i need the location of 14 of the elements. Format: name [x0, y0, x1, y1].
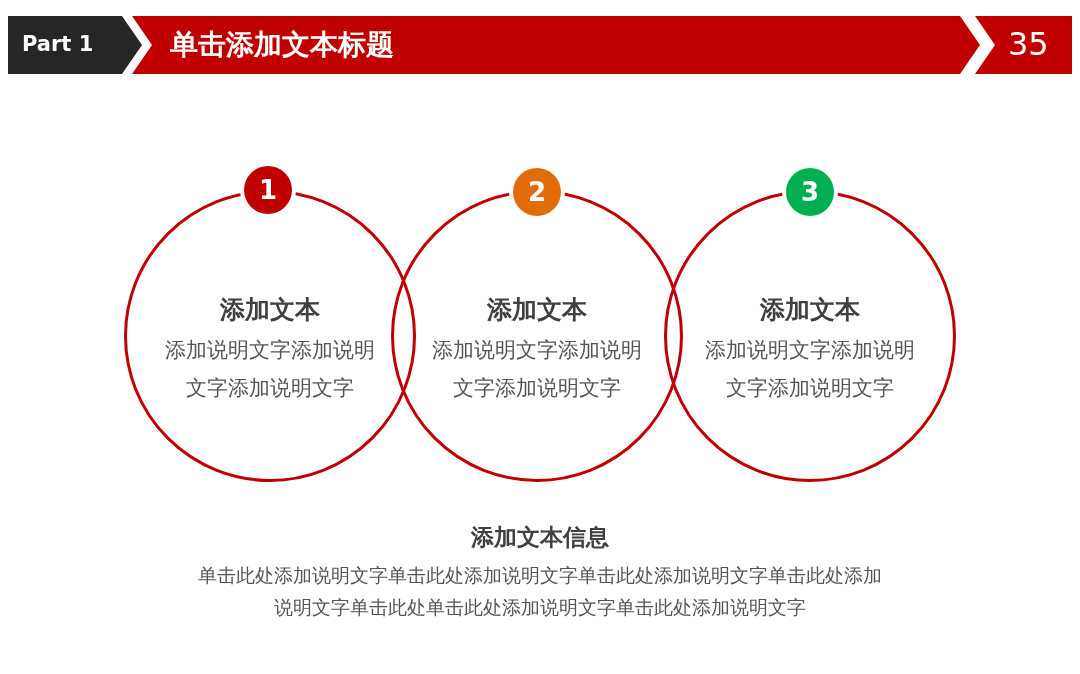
step-number: 1: [244, 166, 292, 214]
page-number: 35: [1008, 24, 1049, 64]
circle-heading: 添加文本: [486, 294, 588, 326]
circle-description: 添加说明文字添加说明文字添加说明文字: [704, 337, 916, 402]
step-number: 3: [786, 168, 834, 216]
circle-description: 添加说明文字添加说明文字添加说明文字: [431, 337, 643, 402]
part-label: Part 1: [22, 31, 94, 58]
circle-description: 添加说明文字添加说明文字添加说明文字: [164, 337, 376, 402]
info-paragraph: 单击此处添加说明文字单击此处添加说明文字单击此处添加说明文字单击此处添加说明文字单击此处单击此处添加说明文字单击此处添加说明文字: [197, 563, 883, 620]
info-heading: 添加文本信息: [470, 523, 610, 552]
circle-heading: 添加文本: [759, 294, 861, 326]
step-number: 2: [513, 168, 561, 216]
circle-heading: 添加文本: [219, 294, 321, 326]
slide-title: 单击添加文本标题: [170, 27, 394, 63]
